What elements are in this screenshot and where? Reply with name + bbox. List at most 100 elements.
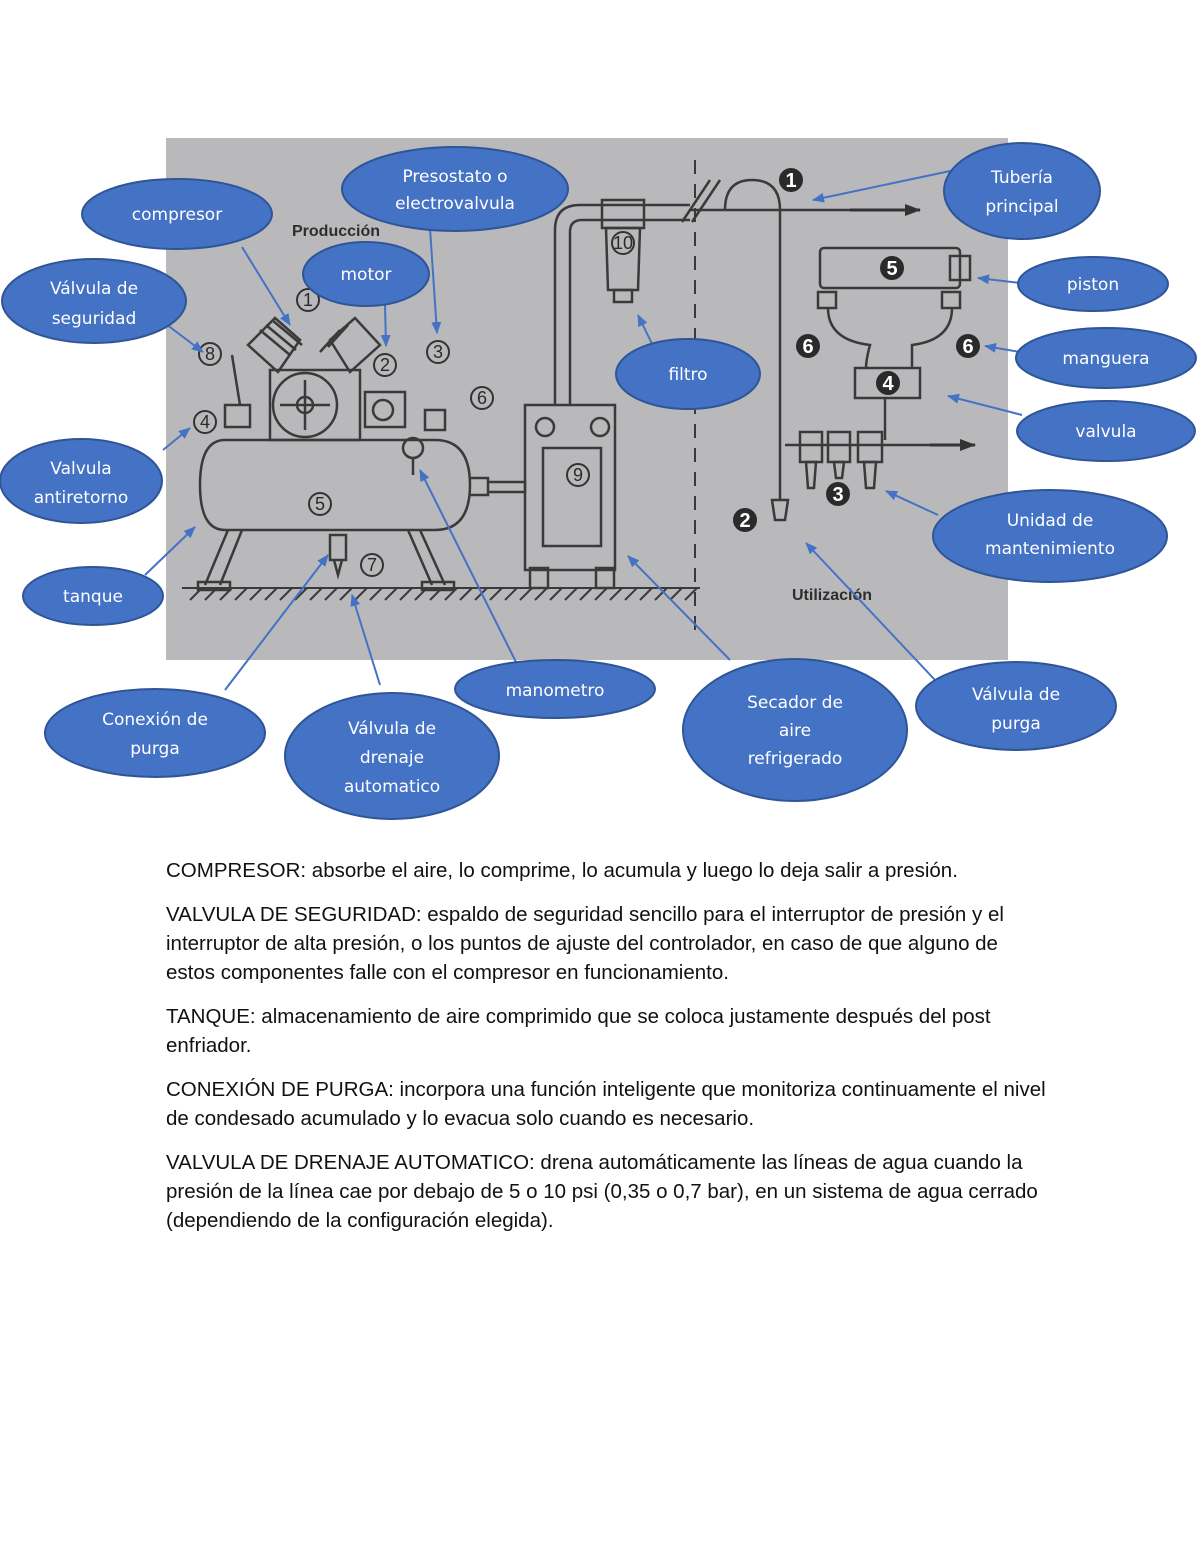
svg-text:Tubería: Tubería bbox=[990, 168, 1053, 188]
component-number-6: 6 bbox=[470, 386, 494, 410]
svg-text:drenaje: drenaje bbox=[360, 748, 424, 768]
svg-text:purga: purga bbox=[130, 739, 179, 759]
svg-text:principal: principal bbox=[985, 197, 1058, 217]
svg-text:manometro: manometro bbox=[506, 681, 605, 701]
svg-text:1: 1 bbox=[785, 170, 796, 192]
callout-valvula-purga: Válvula de purga bbox=[915, 661, 1117, 751]
svg-text:Válvula de: Válvula de bbox=[348, 719, 436, 739]
description-term: CONEXIÓN DE PURGA: bbox=[166, 1078, 394, 1101]
svg-text:filtro: filtro bbox=[668, 365, 707, 385]
distribution-number-1: 1 bbox=[779, 168, 803, 192]
svg-text:1: 1 bbox=[303, 290, 313, 310]
svg-text:antiretorno: antiretorno bbox=[34, 488, 129, 508]
svg-text:aire: aire bbox=[779, 721, 811, 741]
description-text: incorpora una función inteligente que mo… bbox=[166, 1078, 1046, 1130]
callout-valvula: valvula bbox=[1016, 400, 1196, 462]
distribution-number-6b: 6 bbox=[956, 334, 980, 358]
svg-text:Presostato o: Presostato o bbox=[402, 167, 507, 187]
svg-text:tanque: tanque bbox=[63, 587, 123, 607]
svg-text:piston: piston bbox=[1067, 275, 1119, 295]
component-number-10: 10 bbox=[611, 231, 635, 255]
component-number-1: 1 bbox=[296, 288, 320, 312]
description-term: COMPRESOR: bbox=[166, 859, 307, 882]
tank-drawing bbox=[196, 436, 527, 592]
distribution-drawing bbox=[680, 178, 972, 522]
component-number-2: 2 bbox=[373, 353, 397, 377]
component-number-8: 8 bbox=[198, 342, 222, 366]
svg-text:3: 3 bbox=[433, 342, 443, 362]
callout-valvula-drenaje: Válvula de drenaje automatico bbox=[284, 692, 500, 820]
svg-text:electrovalvula: electrovalvula bbox=[395, 194, 515, 214]
distribution-number-5: 5 bbox=[880, 256, 904, 280]
description-term: VALVULA DE DRENAJE AUTOMATICO: bbox=[166, 1151, 535, 1174]
svg-text:9: 9 bbox=[573, 465, 583, 485]
compressor-drawing bbox=[223, 316, 447, 442]
description-text: almacenamiento de aire comprimido que se… bbox=[166, 1005, 991, 1057]
svg-text:refrigerado: refrigerado bbox=[748, 749, 843, 769]
svg-text:3: 3 bbox=[832, 484, 843, 506]
svg-text:8: 8 bbox=[205, 344, 215, 364]
description-valvula-seguridad: VALVULA DE SEGURIDAD: espaldo de segurid… bbox=[166, 900, 1046, 987]
callout-presostato: Presostato o electrovalvula bbox=[341, 146, 569, 232]
distribution-number-3: 3 bbox=[826, 482, 850, 506]
description-term: TANQUE: bbox=[166, 1005, 256, 1028]
distribution-number-6a: 6 bbox=[796, 334, 820, 358]
callout-unidad: Unidad de mantenimiento bbox=[932, 489, 1168, 583]
filter-drawing bbox=[600, 198, 646, 304]
component-number-7: 7 bbox=[360, 553, 384, 577]
description-compresor: COMPRESOR: absorbe el aire, lo comprime,… bbox=[166, 856, 1046, 885]
svg-text:5: 5 bbox=[315, 494, 325, 514]
component-number-9: 9 bbox=[566, 463, 590, 487]
pneumatic-system-diagram: Producción Utilización bbox=[0, 138, 1197, 820]
description-text: drena automáticamente las líneas de agua… bbox=[166, 1151, 1038, 1232]
svg-text:Secador de: Secador de bbox=[747, 693, 843, 713]
description-valvula-drenaje: VALVULA DE DRENAJE AUTOMATICO: drena aut… bbox=[166, 1148, 1046, 1235]
callout-compresor: compresor bbox=[81, 178, 273, 250]
callout-conexion-purga: Conexión de purga bbox=[44, 688, 266, 778]
svg-text:2: 2 bbox=[739, 510, 750, 532]
svg-text:Valvula: Valvula bbox=[50, 459, 111, 479]
description-text: espaldo de seguridad sencillo para el in… bbox=[166, 903, 1004, 984]
leader-arrows bbox=[144, 169, 1023, 691]
svg-text:5: 5 bbox=[886, 258, 897, 280]
svg-text:6: 6 bbox=[802, 336, 813, 358]
component-number-5: 5 bbox=[308, 492, 332, 516]
callout-manometro: manometro bbox=[454, 659, 656, 719]
svg-text:Conexión de: Conexión de bbox=[102, 710, 208, 730]
svg-text:valvula: valvula bbox=[1075, 422, 1136, 442]
callout-valvula-seguridad: Válvula de seguridad bbox=[1, 258, 187, 344]
description-term: VALVULA DE SEGURIDAD: bbox=[166, 903, 422, 926]
svg-text:manguera: manguera bbox=[1062, 349, 1149, 369]
svg-text:seguridad: seguridad bbox=[52, 309, 137, 329]
svg-text:6: 6 bbox=[477, 388, 487, 408]
svg-text:motor: motor bbox=[340, 265, 391, 285]
callout-tuberia: Tubería principal bbox=[943, 142, 1101, 240]
svg-text:Unidad de: Unidad de bbox=[1007, 511, 1094, 531]
description-text: absorbe el aire, lo comprime, lo acumula… bbox=[306, 859, 958, 882]
descriptions: COMPRESOR: absorbe el aire, lo comprime,… bbox=[166, 856, 1046, 1250]
svg-text:10: 10 bbox=[613, 233, 633, 253]
svg-text:7: 7 bbox=[367, 555, 377, 575]
component-number-4: 4 bbox=[193, 410, 217, 434]
description-conexion-purga: CONEXIÓN DE PURGA: incorpora una función… bbox=[166, 1075, 1046, 1133]
svg-text:compresor: compresor bbox=[132, 205, 222, 225]
callout-filtro: filtro bbox=[615, 338, 761, 410]
component-number-3: 3 bbox=[426, 340, 450, 364]
dryer-drawing bbox=[523, 203, 690, 590]
callout-valvula-antiretorno: Valvula antiretorno bbox=[0, 438, 163, 524]
svg-text:4: 4 bbox=[882, 373, 894, 395]
distribution-number-4: 4 bbox=[876, 371, 900, 395]
callout-piston: piston bbox=[1017, 256, 1169, 312]
callout-secador: Secador de aire refrigerado bbox=[682, 658, 908, 802]
svg-text:2: 2 bbox=[380, 355, 390, 375]
callout-manguera: manguera bbox=[1015, 327, 1197, 389]
description-tanque: TANQUE: almacenamiento de aire comprimid… bbox=[166, 1002, 1046, 1060]
callout-tanque: tanque bbox=[22, 566, 164, 626]
svg-text:automatico: automatico bbox=[344, 777, 440, 797]
production-label: Producción bbox=[292, 223, 380, 240]
svg-text:Válvula de: Válvula de bbox=[972, 685, 1060, 705]
distribution-number-2: 2 bbox=[733, 508, 757, 532]
svg-text:Válvula de: Válvula de bbox=[50, 279, 138, 299]
svg-text:4: 4 bbox=[200, 412, 210, 432]
svg-text:mantenimiento: mantenimiento bbox=[985, 539, 1115, 559]
